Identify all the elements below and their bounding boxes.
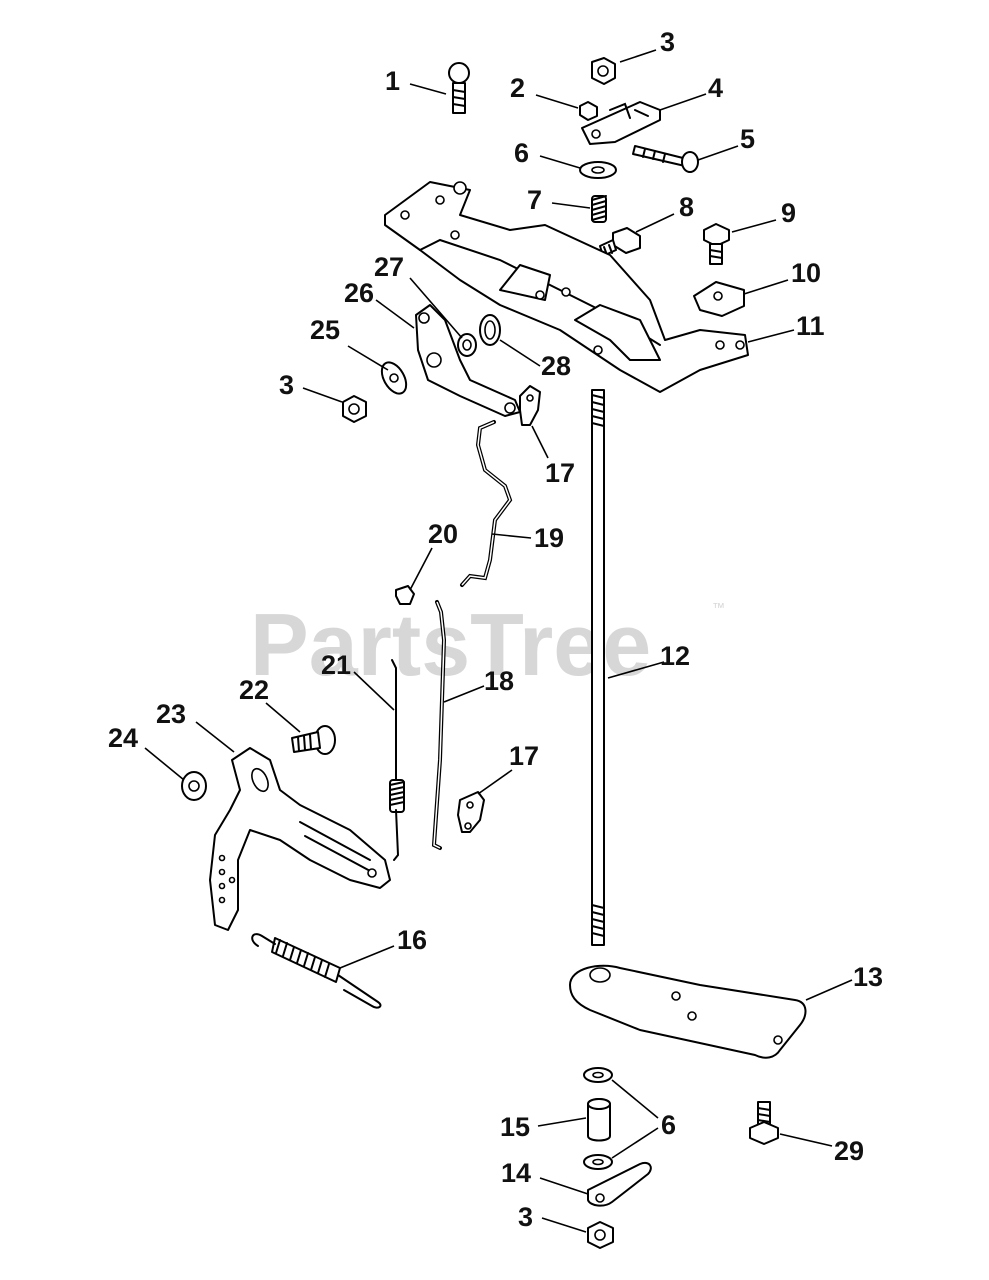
callout-2: 2 <box>510 73 525 103</box>
part-rod-19 <box>460 420 513 587</box>
part-washer-25 <box>380 361 408 395</box>
part-washer-6-lower-top <box>583 1067 613 1083</box>
part-nut-2 <box>579 101 598 121</box>
part-bolt-29 <box>749 1101 779 1145</box>
part-bolt-22 <box>291 725 336 755</box>
callout-3-bottom: 3 <box>518 1202 533 1232</box>
callout-3-top: 3 <box>660 27 675 57</box>
callout-labels: 1 2 3 4 5 6 7 8 9 10 11 27 26 28 25 3 17… <box>108 27 883 1232</box>
callout-15: 15 <box>500 1112 530 1142</box>
part-spring-7 <box>591 195 607 223</box>
part-spring-rod-21 <box>389 659 405 861</box>
part-nut-3-bottom <box>587 1221 614 1249</box>
part-bolt-8 <box>599 227 641 257</box>
part-nut-24 <box>181 771 207 801</box>
callout-14: 14 <box>501 1158 531 1188</box>
callout-12: 12 <box>660 641 690 671</box>
part-lever-plate-26 <box>415 304 521 417</box>
callout-29: 29 <box>834 1136 864 1166</box>
part-clip-17-upper <box>519 385 541 426</box>
part-main-bracket-11 <box>384 181 749 393</box>
callout-1: 1 <box>385 66 400 96</box>
part-bushing-27 <box>457 333 477 357</box>
callout-28: 28 <box>541 351 571 381</box>
part-bolt-9 <box>703 223 730 265</box>
callout-19: 19 <box>534 523 564 553</box>
callout-18: 18 <box>484 666 514 696</box>
part-shaft-12 <box>591 389 605 946</box>
callout-20: 20 <box>428 519 458 549</box>
part-plate-13 <box>569 964 807 1059</box>
leader-lines <box>144 49 853 1233</box>
part-bushing-20 <box>395 585 415 605</box>
part-lever-14 <box>587 1162 652 1207</box>
callout-7: 7 <box>527 185 542 215</box>
callout-17-lower: 17 <box>509 741 539 771</box>
part-washer-6-top <box>579 161 617 179</box>
callout-23: 23 <box>156 699 186 729</box>
callout-11: 11 <box>796 311 825 341</box>
callout-17-upper: 17 <box>545 458 575 488</box>
callout-10: 10 <box>791 258 821 288</box>
callout-6-top: 6 <box>514 138 529 168</box>
callout-27: 27 <box>374 252 404 282</box>
part-clip-17-lower <box>457 791 485 833</box>
callout-25: 25 <box>310 315 340 345</box>
part-spring-16 <box>251 933 382 1009</box>
callout-26: 26 <box>344 278 374 308</box>
callout-13: 13 <box>853 962 883 992</box>
part-screw-1 <box>448 62 470 114</box>
part-clip-10 <box>693 281 745 317</box>
part-nut-3-left <box>342 395 367 423</box>
part-bracket-4 <box>581 101 661 145</box>
watermark-trademark: ™ <box>712 600 725 615</box>
callout-21: 21 <box>321 650 351 680</box>
callout-9: 9 <box>781 198 796 228</box>
callout-6-lower: 6 <box>661 1110 676 1140</box>
part-rod-18 <box>431 600 447 850</box>
callout-22: 22 <box>239 675 269 705</box>
part-nut-3-top <box>591 57 616 85</box>
part-arm-23 <box>209 747 391 931</box>
callout-5: 5 <box>740 124 755 154</box>
callout-24: 24 <box>108 723 138 753</box>
part-bolt-5 <box>632 145 699 173</box>
callout-4: 4 <box>708 73 723 103</box>
callout-16: 16 <box>397 925 427 955</box>
part-washer-6-lower-bottom <box>583 1154 613 1170</box>
part-ring-28 <box>479 314 501 346</box>
watermark-text: PartsTree <box>250 595 651 694</box>
callout-8: 8 <box>679 192 694 222</box>
callout-3-left: 3 <box>279 370 294 400</box>
part-spacer-15 <box>587 1098 611 1142</box>
